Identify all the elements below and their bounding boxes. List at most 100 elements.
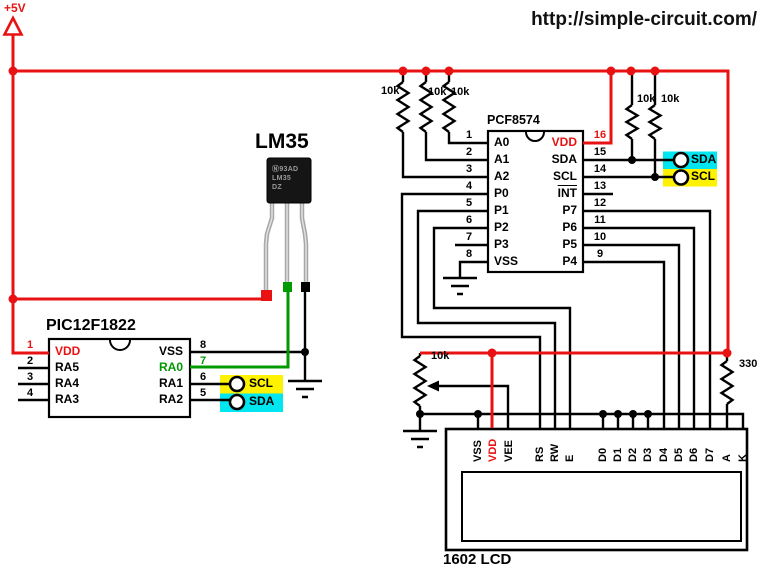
pot-wiper-arrow <box>427 380 439 392</box>
pcf-pin-p6: P6 <box>562 220 577 234</box>
pic-pin-vdd: VDD <box>55 344 81 358</box>
pcf-sda-terminal <box>672 151 690 169</box>
resistor-a0-value: 10k <box>451 86 470 98</box>
pcf-pin-p2: P2 <box>494 220 509 234</box>
pic-pin-num-5: 5 <box>199 387 207 399</box>
wire-gnd-bus-k <box>420 412 745 428</box>
pic-pin-num-2: 2 <box>26 355 34 367</box>
pcf-pin-sda: SDA <box>551 152 577 166</box>
pcf-pin-p1: P1 <box>494 203 509 217</box>
pic-sda-terminal <box>228 393 246 411</box>
lcd-pin-e: E <box>564 454 576 462</box>
lcd-pin-d1: D1 <box>612 447 624 462</box>
pcf-num-10: 10 <box>593 231 607 243</box>
lm35-leg-vcc <box>263 198 275 292</box>
resistor-a1-value: 10k <box>428 86 447 98</box>
wire-p7-d7 <box>583 209 712 428</box>
lcd-pin-d3: D3 <box>642 447 654 462</box>
resistor-sda-value: 10k <box>637 93 656 105</box>
lm35-out-terminal <box>283 282 292 292</box>
wire-p1-rw <box>416 209 557 428</box>
pic-pin-ra5: RA5 <box>55 360 80 374</box>
pcf-num-8: 8 <box>465 248 473 260</box>
lcd-body <box>444 427 749 552</box>
pot-body <box>412 353 428 414</box>
lcd-pin-d4: D4 <box>658 447 670 462</box>
ground-symbol-pot <box>403 414 437 449</box>
lcd-pin-d6: D6 <box>688 447 700 462</box>
lcd-pin-d2: D2 <box>627 447 639 462</box>
pic-pin-vss: VSS <box>158 344 183 358</box>
pic-notch <box>109 339 131 351</box>
lcd-pin-vss: VSS <box>472 439 484 462</box>
pic-pin-num-1: 1 <box>26 339 34 351</box>
pic-pin-ra2: RA2 <box>158 392 183 406</box>
wire-p0-rs <box>400 192 542 428</box>
power-arrow-icon <box>2 15 24 36</box>
lcd-pin-k: K <box>737 454 749 462</box>
pic-sda-label: SDA <box>249 394 275 408</box>
lcd-pin-vdd: VDD <box>487 438 499 462</box>
wire-5v-rail <box>13 69 730 355</box>
red-wires <box>11 34 730 428</box>
lcd-pin-vee: VEE <box>503 439 515 462</box>
pcf-pin-a0: A0 <box>494 135 510 149</box>
pcf-num-11: 11 <box>594 214 606 226</box>
power-5v-label: +5V <box>4 1 26 15</box>
ground-symbol-pic <box>288 379 322 399</box>
pcf-num-4: 4 <box>465 180 473 192</box>
pcf-pin-p7: P7 <box>562 203 577 217</box>
lcd-pin-rw: RW <box>549 443 561 462</box>
pic-pin-ra4: RA4 <box>55 376 80 390</box>
pic-pin-num-8: 8 <box>199 339 207 351</box>
pot-wiper-vee <box>436 384 510 428</box>
pic-pin-num-3: 3 <box>26 371 34 383</box>
pcf-pin-p5: P5 <box>562 237 577 251</box>
pcf-num-2: 2 <box>465 146 473 158</box>
resistor-backlight-value: 330 <box>739 358 758 370</box>
site-url: http://simple-circuit.com/ <box>531 9 757 30</box>
lcd-pin-d7: D7 <box>704 447 716 462</box>
pcf-scl-label: SCL <box>691 169 715 183</box>
pcf-num-13: 13 <box>593 180 607 192</box>
lm35-case <box>266 157 312 204</box>
pcf-scl-terminal <box>672 169 690 186</box>
pic-pin-ra1: RA1 <box>158 376 183 390</box>
wire-pcf-vss-ground <box>443 260 488 296</box>
pcf-notch <box>525 131 545 142</box>
pcf-pin-vdd: VDD <box>551 135 577 149</box>
lm35-package <box>263 157 312 292</box>
red-junctions <box>8 66 732 358</box>
black-junctions <box>301 156 659 418</box>
pic-scl-label: SCL <box>249 376 273 390</box>
pic-chip-body <box>47 337 192 419</box>
pcf-chip-body <box>486 129 585 274</box>
wire-p6-d6 <box>583 226 696 428</box>
lcd-pin-a: A <box>721 454 733 462</box>
wire-p5-d5 <box>583 243 681 428</box>
resistor-a1-net <box>418 71 488 162</box>
pic-pin-ra0: RA0 <box>158 360 183 374</box>
pcf-num-15: 15 <box>593 146 607 158</box>
lcd-pin-d5: D5 <box>673 447 685 462</box>
pcf-num-14: 14 <box>593 163 607 175</box>
connector-circles <box>228 151 690 411</box>
pcf-num-6: 6 <box>465 214 473 226</box>
resistor-sda-net <box>624 71 640 160</box>
pcf-pin-int: INT <box>557 186 577 200</box>
pcf-pin-p4: P4 <box>562 254 577 268</box>
lm35-package-text: Ⓝ93AD LM35 DZ <box>272 166 299 191</box>
pic-pin-ra3: RA3 <box>55 392 80 406</box>
pot-value: 10k <box>431 350 450 362</box>
lm35-gnd-terminal <box>301 282 310 292</box>
green-wire-ra0 <box>190 282 292 369</box>
wire-5v-left-drop <box>11 34 49 355</box>
pcf-num-12: 12 <box>593 197 607 209</box>
pcf-num-16: 16 <box>593 129 607 141</box>
pcf-pin-p3: P3 <box>494 237 509 251</box>
pic-pin-num-6: 6 <box>199 371 207 383</box>
black-wires <box>18 71 745 449</box>
resistor-scl-net <box>647 71 663 177</box>
